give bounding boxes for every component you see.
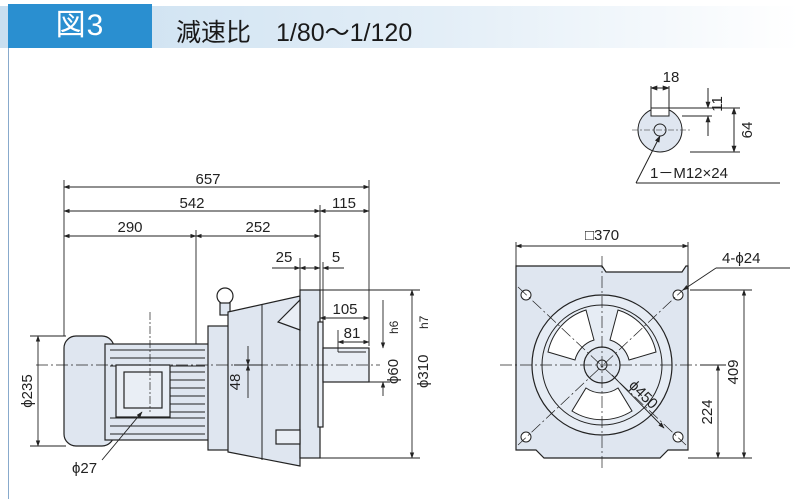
drain-plug — [275, 429, 301, 445]
side-view — [36, 287, 380, 467]
dim-4-phi24: 4-ϕ24 — [722, 250, 760, 267]
dim-phi27: ϕ27 — [72, 460, 97, 477]
tol-h6: h6 — [387, 320, 401, 334]
dim-11: 11 — [709, 96, 726, 112]
dim-409: 409 — [725, 359, 742, 384]
bolt-holes — [520, 289, 684, 443]
terminal-box-window — [123, 371, 163, 409]
housing-window-right — [609, 309, 657, 361]
dim-252: 252 — [245, 219, 270, 236]
figure-label: 図3 — [8, 4, 152, 48]
dim-square-370: □370 — [585, 227, 619, 244]
dim-25: 25 — [276, 249, 293, 266]
dim-115: 115 — [332, 195, 356, 212]
dim-phi60: ϕ60 — [385, 359, 402, 384]
eye-bolt — [216, 287, 234, 305]
dim-542: 542 — [179, 195, 204, 212]
dim-18: 18 — [663, 69, 680, 86]
front-view — [500, 256, 700, 470]
dim-105: 105 — [332, 301, 357, 318]
shaft-detail — [632, 85, 780, 184]
shaft-keyway — [650, 107, 670, 117]
gearbox-housing — [227, 295, 301, 467]
header: 図3 減速比 1/80～1/120 — [0, 0, 800, 50]
dim-657: 657 — [195, 171, 220, 188]
dim-5: 5 — [332, 249, 340, 266]
front-view-dimensions — [515, 242, 790, 459]
header-title: 減速比 1/80～1/120 — [176, 19, 413, 47]
eye-bolt-stem — [219, 302, 231, 316]
side-view-dimensions — [30, 180, 420, 461]
gusset-rib — [276, 298, 301, 331]
front-diagonal-b — [517, 286, 687, 446]
dim-48: 48 — [227, 374, 244, 391]
housing-window-left — [547, 309, 595, 361]
dim-224: 224 — [699, 399, 716, 424]
tol-h7: h7 — [417, 315, 431, 329]
dim-290: 290 — [117, 219, 142, 236]
mounting-flange — [299, 289, 321, 459]
flange-pilot — [317, 321, 324, 428]
dim-64: 64 — [739, 122, 756, 139]
tap-note: 1－M12×24 — [650, 165, 728, 182]
dim-81: 81 — [344, 325, 361, 342]
dim-phi310: ϕ310 — [415, 355, 432, 388]
left-border-rule — [8, 48, 9, 499]
dim-phi235: ϕ235 — [19, 374, 36, 407]
